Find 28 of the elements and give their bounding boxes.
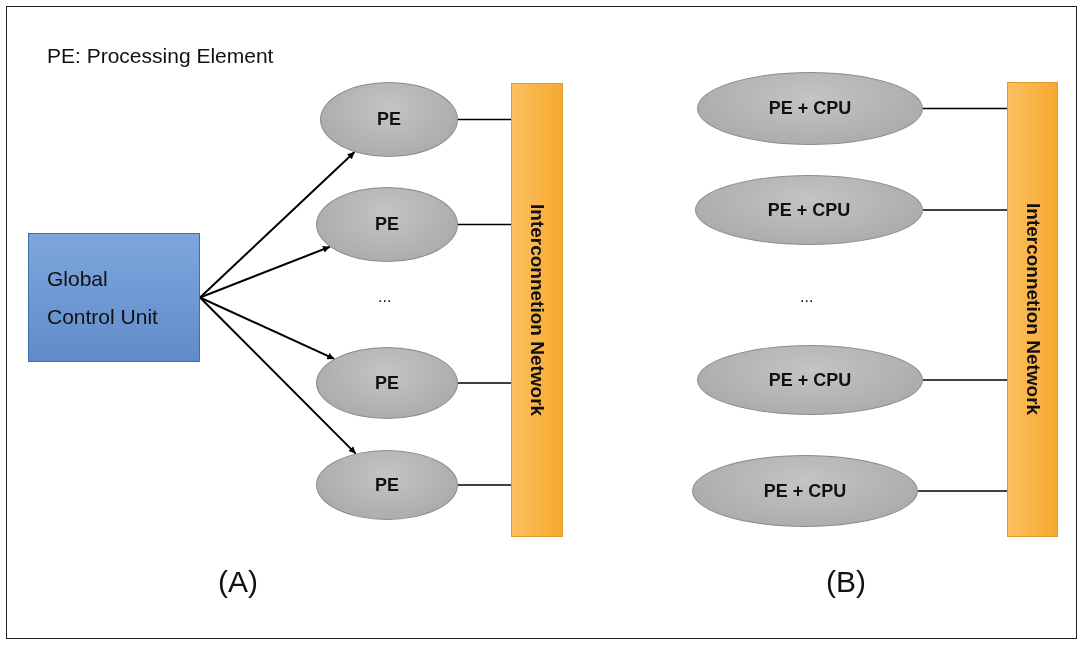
- network-bar: Interconnetion Network: [511, 83, 563, 537]
- ellipsis: ...: [800, 288, 814, 306]
- connector-line: [457, 223, 512, 226]
- panel-label: (B): [826, 565, 866, 599]
- arrow: [199, 296, 336, 360]
- connector-line: [922, 107, 1008, 110]
- connector-line: [922, 209, 1008, 211]
- network-bar: Interconnetion Network: [1007, 82, 1058, 537]
- process-ellipse: PE: [316, 347, 458, 419]
- process-ellipse: PE: [316, 450, 458, 520]
- process-ellipse: PE: [320, 82, 458, 157]
- process-ellipse: PE + CPU: [697, 345, 923, 415]
- connector-line: [917, 490, 1008, 492]
- legend-note: PE: Processing Element: [47, 44, 274, 68]
- connector-line: [457, 484, 512, 486]
- arrow: [199, 151, 356, 299]
- process-ellipse: PE + CPU: [697, 72, 923, 145]
- connector-line: [457, 382, 512, 384]
- process-ellipse: PE: [316, 187, 458, 262]
- process-box: Global Control Unit: [28, 233, 200, 362]
- process-ellipse: PE + CPU: [695, 175, 923, 245]
- panel-label: (A): [218, 565, 258, 599]
- arrow: [199, 296, 357, 455]
- connector-line: [457, 118, 512, 121]
- connector-line: [922, 379, 1008, 381]
- process-ellipse: PE + CPU: [692, 455, 918, 527]
- arrow: [199, 245, 331, 299]
- ellipsis: ...: [378, 288, 392, 306]
